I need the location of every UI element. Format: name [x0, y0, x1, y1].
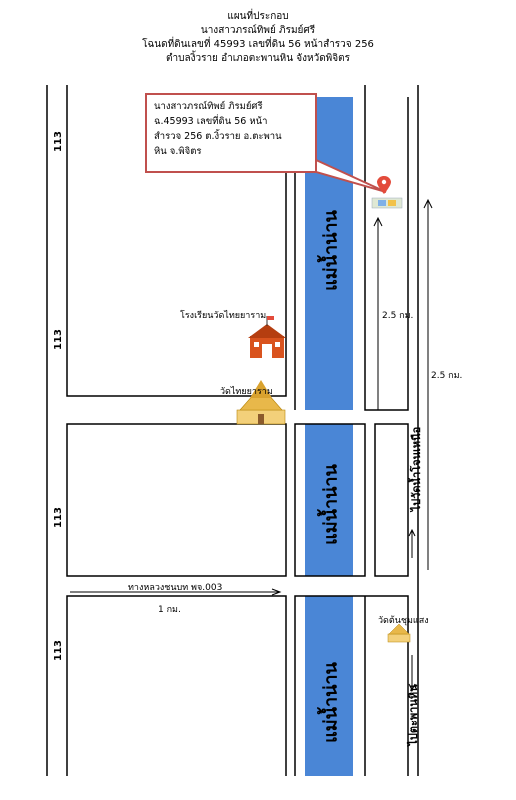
distance-label: 2.5 กม. [382, 311, 414, 321]
callout-line-4: หิน จ.พิจิตร [154, 146, 202, 157]
arrow-head-1 [373, 216, 383, 227]
location-info: ตำบลงิ้วราย อำเภอตะพานหิน จังหวัดพิจิตร [165, 53, 351, 64]
distance-label: 2.5 กม. [431, 371, 463, 381]
map-title: แผนที่ประกอบ [227, 11, 289, 22]
plot-callout: นางสาวภรณ์ทิพย์ ภิรมย์ศรี ฉ.45993 เลขที่… [146, 94, 316, 172]
plot-marker [371, 197, 403, 209]
river-label: แม่น้ำน่าน [320, 464, 342, 545]
highway-113-label: 113 [52, 329, 64, 350]
temple-icon [387, 623, 411, 643]
to-north-label: ไปวัดน้ำโจนเหนือ [410, 426, 423, 512]
block-left-top [66, 85, 287, 397]
school-icon [248, 316, 286, 358]
temple-label-2: วัดต้นชุมแสง [378, 616, 429, 626]
owner-name: นางสาวภรณ์ทิพย์ ภิรมย์ศรี [200, 25, 316, 36]
to-taphan-label: ไปตะพานหิน [407, 684, 420, 746]
block-left-middle [66, 423, 287, 577]
arrow-head-4 [271, 588, 282, 596]
block-east-middle-right [374, 423, 409, 577]
block-left-bottom [66, 595, 287, 776]
deed-info: โฉนดที่ดินเลขที่ 45993 เลขที่ดิน 56 หน้า… [142, 39, 374, 50]
road-east-bank-top [364, 85, 409, 411]
callout-line-1: นางสาวภรณ์ทิพย์ ภิรมย์ศรี [154, 101, 263, 112]
highway-113-label: 113 [52, 640, 64, 661]
block-east-middle [294, 423, 366, 577]
road-east-bank-bottom [294, 595, 409, 776]
distance-label: 1 กม. [158, 605, 181, 615]
temple-label: วัดไทยยาราม [220, 387, 273, 397]
river-segment-2 [305, 424, 353, 576]
temple-icon [236, 380, 286, 425]
river-label: แม่น้ำน่าน [320, 210, 342, 291]
river-segment-3 [305, 596, 353, 776]
arrow-head-5 [408, 683, 416, 692]
rural-road-label: ทางหลวงชนบท พจ.003 [128, 583, 223, 593]
callout-box [145, 93, 317, 173]
river-label: แม่น้ำน่าน [320, 662, 342, 743]
location-pin-icon [377, 176, 391, 194]
highway-113-label: 113 [52, 507, 64, 528]
callout-line-3: สำรวจ 256 ต.งิ้วราย อ.ตะพาน [154, 131, 282, 142]
highway-113-label: 113 [52, 131, 64, 152]
arrow-head-3 [408, 528, 416, 537]
arrow-head-2 [423, 198, 433, 209]
callout-line-2: ฉ.45993 เลขที่ดิน 56 หน้า [154, 116, 268, 127]
school-label: โรงเรียนวัดไทยยาราม [180, 311, 267, 321]
